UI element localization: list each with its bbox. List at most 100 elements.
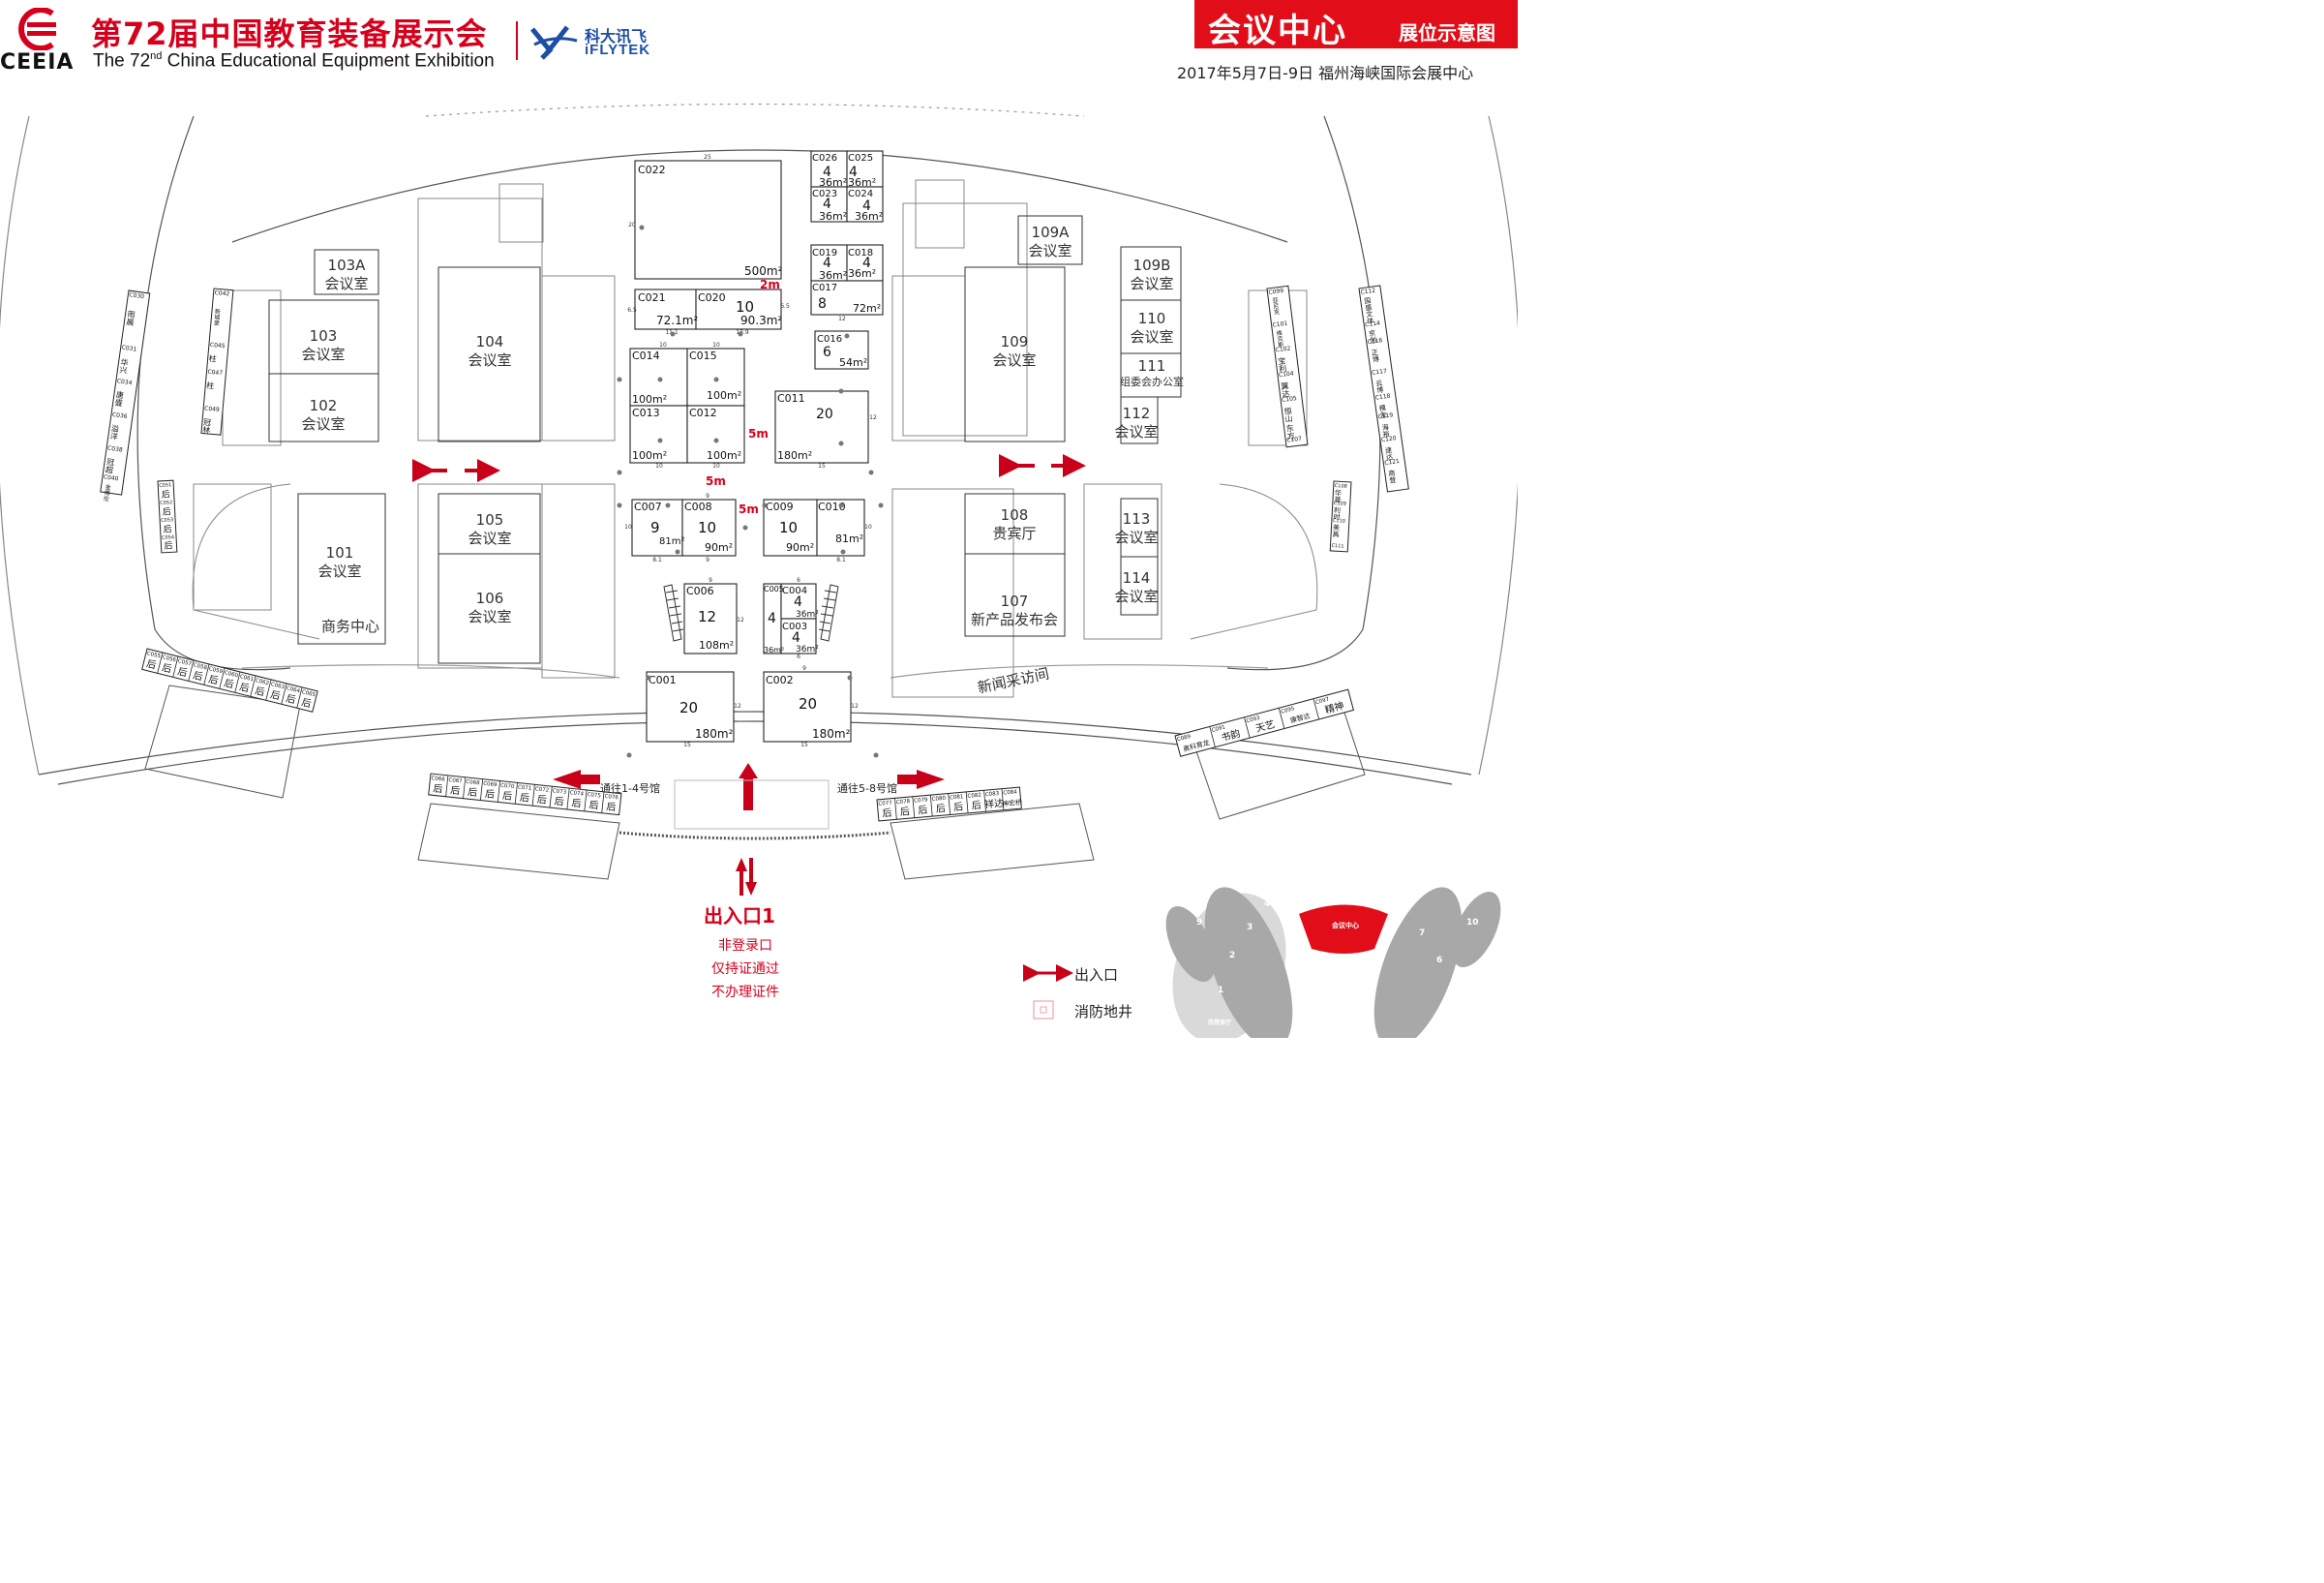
booth-area: 90.3m²: [740, 314, 782, 327]
booth-area: 54m²: [839, 356, 867, 369]
room-sublabel: 会议室: [301, 415, 345, 433]
booth-code: C020: [698, 291, 726, 304]
kiosk-name: 后: [589, 799, 599, 811]
entrance-down-arrow-icon: [745, 858, 757, 896]
column-markers: [617, 225, 884, 758]
kiosk-name: 溢洋: [109, 423, 120, 441]
mini-map-hall-label: 6: [1436, 956, 1442, 965]
booth-area: 81m²: [835, 533, 863, 545]
booth-c024: [846, 186, 884, 223]
kiosk-code: C084: [1003, 789, 1017, 796]
booth-size: 4: [823, 197, 831, 212]
booth-c026: [810, 150, 848, 188]
booth-dimension: 25: [704, 154, 711, 161]
booth-code: C024: [848, 189, 873, 199]
booth-dimension: 15: [683, 742, 691, 748]
kiosk-strip-right-outer: C112 C114 C116 C117 C118 C119 C120 C121 …: [1358, 285, 1409, 493]
kiosk-code: C117: [1372, 368, 1388, 377]
kiosk-code: C089: [1176, 734, 1192, 744]
booth-dimension: 10: [712, 342, 720, 349]
kiosk-code: C081: [950, 794, 964, 801]
kiosk-name: 东方: [1285, 423, 1296, 441]
booth-area: 36m²: [764, 646, 784, 655]
booth-code: C015: [689, 350, 717, 362]
booth-code: C016: [817, 334, 842, 345]
kiosk-strip-bottom-mid-right: C077后C078后C079后C080后C081后C082后C083祥达C084…: [876, 786, 1022, 822]
room-108: [964, 493, 1066, 555]
booth-dimension: 9: [802, 665, 806, 672]
kiosk-name: 唐盛: [114, 389, 125, 407]
booth-size: 4: [823, 256, 831, 271]
kiosk-name: 后: [450, 784, 461, 797]
booth-c015: [686, 348, 745, 407]
booth-area: 500m²: [744, 264, 783, 278]
entrance-up-arrow-icon: [736, 858, 747, 896]
booth-code: C017: [812, 283, 837, 293]
kiosk-name: 后: [238, 681, 251, 694]
booth-dimension: 10: [712, 463, 720, 470]
kiosk-name: 天艺: [1254, 718, 1276, 735]
room-label: 114: [1123, 569, 1151, 587]
room-label: 103A: [328, 257, 367, 274]
kiosk-name: 恒山: [1283, 406, 1293, 424]
kiosk-name: 宝利: [1277, 355, 1287, 373]
booth-dimension: 15: [818, 463, 826, 470]
room-sublabel: 会议室: [1114, 529, 1158, 546]
booth-size: 6: [823, 345, 831, 360]
room-label: 109A: [1032, 224, 1071, 241]
booth-area: 100m²: [707, 449, 741, 462]
room-label: 104: [476, 333, 504, 350]
booth-code: C013: [632, 407, 660, 419]
kiosk-code: C072: [535, 786, 550, 793]
room-sublabel: 会议室: [1028, 242, 1071, 259]
mini-map-hall-label: 7: [1419, 928, 1425, 938]
room-label: 113: [1123, 510, 1151, 528]
booth-area: 72.1m²: [656, 314, 698, 327]
kiosk-code: C061: [239, 674, 254, 683]
room-sublabel: 会议室: [468, 530, 511, 547]
room-102: [268, 373, 379, 442]
booth-code: C005: [764, 585, 784, 594]
booth-dimension: 8.1: [652, 557, 662, 563]
kiosk-code: C083: [985, 791, 1000, 798]
kiosk-code: C047: [207, 369, 223, 377]
kiosk-code: C075: [587, 792, 601, 800]
kiosk-name: 华兴: [118, 357, 129, 376]
kiosk-code: C058: [193, 662, 208, 671]
kiosk-code: C118: [1374, 393, 1391, 402]
kiosk-code: C055: [146, 651, 162, 659]
booth-size: 10: [736, 298, 754, 316]
kiosk-name: 柱: [205, 381, 215, 391]
room-sublabel: 商务中心: [321, 618, 379, 635]
room-sublabel: 会议室: [468, 608, 511, 625]
kiosk-code: C038: [107, 445, 124, 454]
room-sublabel: 会议室: [324, 275, 368, 292]
booth-code: C018: [848, 248, 873, 259]
booth-code: C006: [686, 585, 714, 597]
mini-map-west-label: 西登录厅: [1208, 1019, 1231, 1026]
booth-size: 4: [823, 165, 831, 180]
hall-platform: [417, 803, 620, 880]
room-label: 101: [326, 544, 354, 562]
manhole-icon: [1033, 1000, 1054, 1020]
kiosk-name: 后: [484, 788, 495, 801]
kiosk-name: 后: [571, 797, 582, 809]
booth-area: 180m²: [812, 727, 851, 741]
kiosk-code: C031: [121, 345, 137, 353]
kiosk-name: 后: [536, 794, 547, 807]
room-sublabel: 会议室: [317, 563, 361, 580]
kiosk-code: C093: [1246, 715, 1261, 725]
booth-c007: [631, 499, 683, 557]
kiosk-code: C034: [116, 378, 133, 386]
room-103a: [314, 249, 379, 295]
kiosk-name: 美高: [1332, 523, 1341, 538]
kiosk-code: C059: [208, 666, 224, 675]
booth-c002: [763, 671, 852, 743]
kiosk-code: C056: [162, 655, 177, 663]
mini-map-hall-zone: [1204, 887, 1293, 1038]
booth-size: 20: [799, 695, 817, 713]
kiosk-code: C104: [1279, 370, 1295, 379]
kiosk-code: C057: [177, 658, 193, 667]
kiosk-code: C064: [286, 685, 301, 694]
booth-code: C023: [812, 189, 837, 199]
